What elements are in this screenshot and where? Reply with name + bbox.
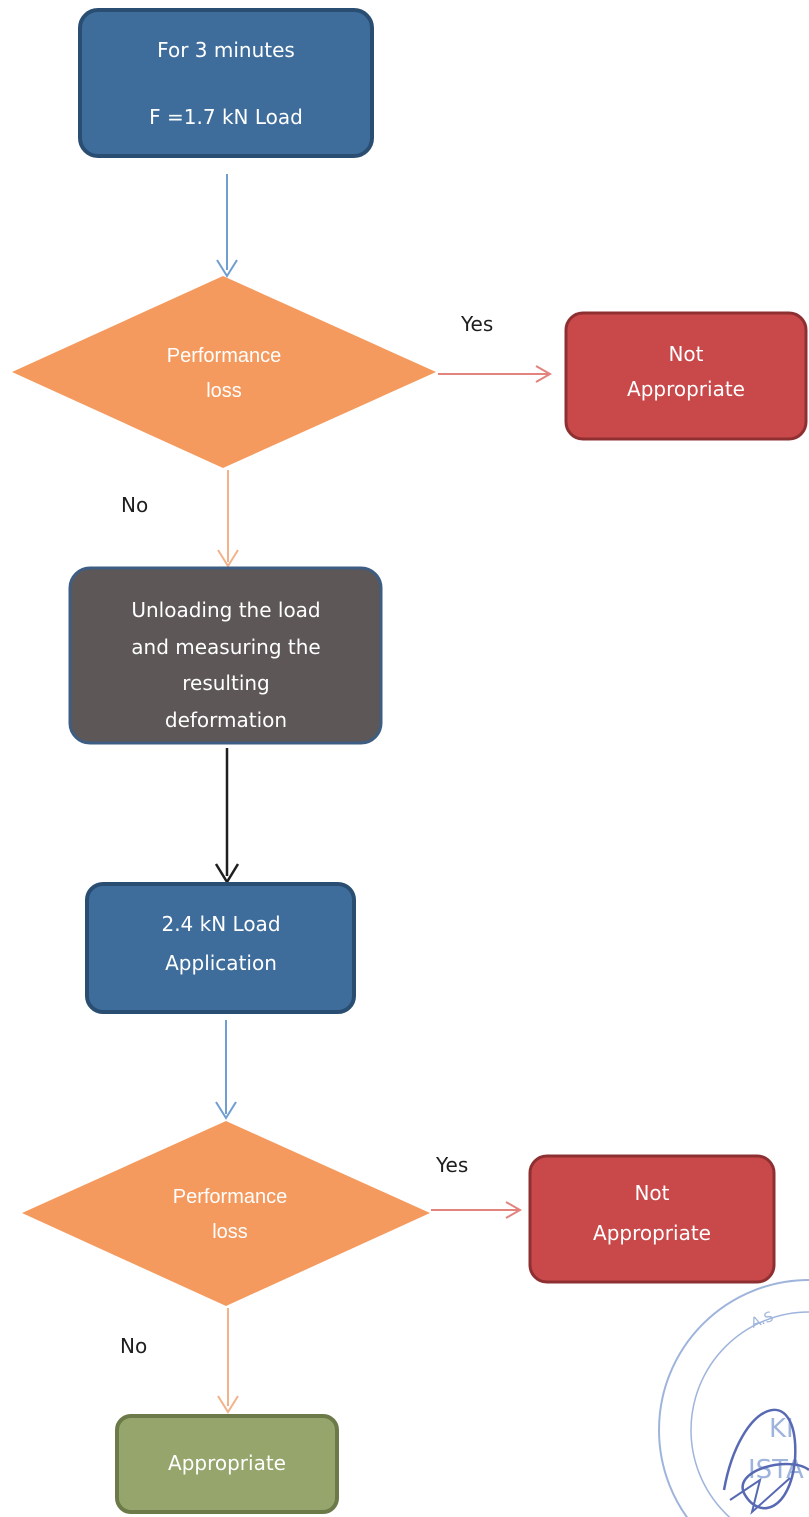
start-box-line-2: F =1.7 kN Load xyxy=(149,105,303,129)
arrow-unload-to-load xyxy=(214,748,240,885)
reject-box-1-line-2: Appropriate xyxy=(627,377,745,401)
arrow-no-1 xyxy=(217,470,239,568)
decision-1-diamond: Performance loss xyxy=(12,276,436,468)
start-box: For 3 minutes F =1.7 kN Load xyxy=(78,8,374,158)
reject-box-2-line-1: Not xyxy=(634,1181,669,1205)
unload-box: Unloading the load and measuring the res… xyxy=(68,566,383,745)
decision-1-line-2: loss xyxy=(206,380,242,402)
seal-stamp: A.S KI ISTA xyxy=(658,1279,809,1517)
yes-label-2: Yes xyxy=(435,1153,468,1177)
reject-box-2: Not Appropriate xyxy=(528,1154,776,1284)
unload-box-line-4: deformation xyxy=(165,708,287,732)
decision-2-line-1: Performance xyxy=(173,1186,288,1208)
accept-box: Appropriate xyxy=(115,1414,339,1514)
load-box-line-1: 2.4 kN Load xyxy=(161,912,280,936)
accept-box-label: Appropriate xyxy=(168,1451,286,1475)
arrow-yes-2 xyxy=(431,1201,523,1219)
decision-2-diamond: Performance loss xyxy=(22,1121,430,1306)
signature-stroke-2 xyxy=(729,1477,791,1515)
no-label-2: No xyxy=(120,1334,147,1358)
reject-box-2-line-2: Appropriate xyxy=(593,1221,711,1245)
reject-box-1: Not Appropriate xyxy=(564,311,808,441)
stamp-text-1: KI xyxy=(769,1414,794,1444)
decision-1-line-1: Performance xyxy=(167,345,282,367)
load-box: 2.4 kN Load Application xyxy=(85,882,356,1014)
arrow-no-2 xyxy=(217,1308,239,1414)
start-box-line-1: For 3 minutes xyxy=(157,38,295,62)
arrow-yes-1 xyxy=(438,365,553,383)
reject-box-1-line-1: Not xyxy=(668,342,703,366)
no-label-1: No xyxy=(121,493,148,517)
arrow-load-to-decision-2 xyxy=(215,1020,237,1120)
decision-2-line-2: loss xyxy=(212,1221,248,1243)
load-box-line-2: Application xyxy=(165,951,277,975)
unload-box-line-3: resulting xyxy=(182,671,270,695)
signature-stroke xyxy=(722,1408,809,1510)
arrow-start-to-decision-1 xyxy=(216,174,238,278)
yes-label-1: Yes xyxy=(460,312,493,336)
stamp-text-3: A.S xyxy=(749,1309,776,1332)
unload-box-line-1: Unloading the load xyxy=(131,598,320,622)
unload-box-line-2: and measuring the xyxy=(131,635,320,659)
